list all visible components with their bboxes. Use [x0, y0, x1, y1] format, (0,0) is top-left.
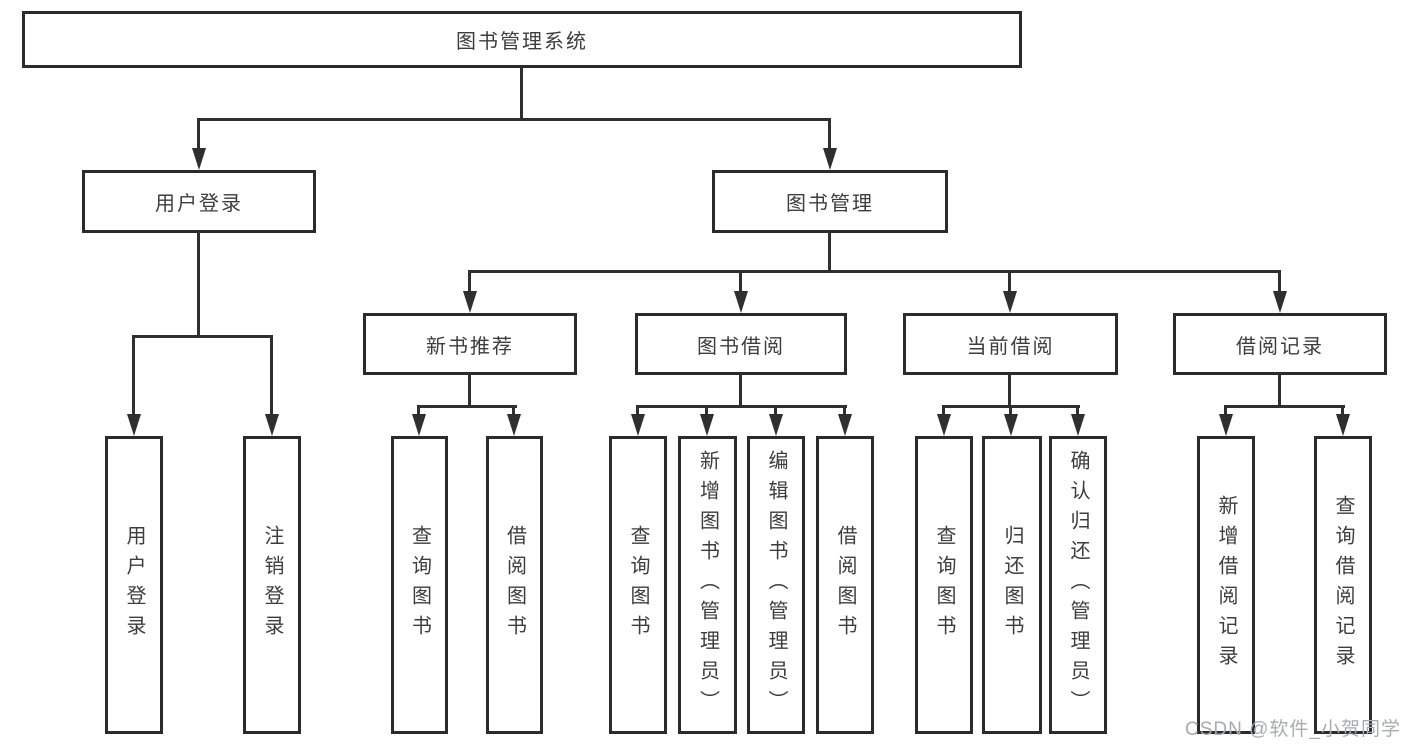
node-label: 借阅记录 — [1236, 335, 1324, 358]
node-book-management: 图书管理 — [712, 170, 948, 233]
leaf-borrow-books-2: 借阅图书 — [816, 436, 874, 734]
arrow-down-icon — [412, 414, 426, 436]
arrow-down-icon — [463, 291, 477, 313]
node-label: 图书管理 — [786, 193, 874, 215]
connector-line — [828, 232, 831, 273]
leaf-label: 借阅图书 — [834, 525, 856, 645]
node-label: 图书管理系统 — [456, 31, 588, 53]
csdn-watermark: CSDN @软件_小贺同学 — [1185, 719, 1401, 740]
leaf-confirm-return-admin: 确认归还（管理员） — [1049, 436, 1107, 734]
node-user-login: 用户登录 — [82, 170, 316, 233]
leaf-query-books-2: 查询图书 — [609, 436, 667, 734]
leaf-return-book: 归还图书 — [982, 436, 1042, 734]
connector-line — [270, 335, 273, 416]
leaf-label: 查询图书 — [933, 525, 955, 645]
arrow-down-icon — [937, 414, 951, 436]
leaf-label: 用户登录 — [123, 525, 145, 645]
arrow-down-icon — [631, 414, 645, 436]
leaf-label: 归还图书 — [1001, 525, 1023, 645]
arrow-down-icon — [734, 291, 748, 313]
node-library-system: 图书管理系统 — [22, 11, 1022, 68]
arrow-down-icon — [769, 414, 783, 436]
leaf-label: 确认归还（管理员） — [1067, 450, 1089, 720]
connector-line — [132, 335, 273, 338]
arrow-down-icon — [700, 414, 714, 436]
connector-line — [942, 405, 945, 416]
node-current-borrow: 当前借阅 — [903, 313, 1118, 375]
connector-line — [1278, 270, 1281, 293]
leaf-label: 新增图书（管理员） — [696, 450, 719, 720]
leaf-label: 编辑图书（管理员） — [765, 450, 787, 720]
leaf-edit-book-admin: 编辑图书（管理员） — [747, 436, 805, 734]
connector-line — [197, 232, 200, 338]
connector-line — [739, 270, 742, 293]
connector-line — [1008, 374, 1011, 408]
leaf-logout: 注销登录 — [243, 436, 301, 734]
arrow-down-icon — [823, 148, 837, 170]
connector-line — [1076, 405, 1079, 416]
connector-line — [636, 405, 639, 416]
connector-line — [132, 335, 135, 416]
connector-line — [828, 118, 831, 151]
leaf-label: 查询图书 — [627, 525, 649, 645]
arrow-down-icon — [1003, 291, 1017, 313]
connector-line — [1341, 405, 1344, 416]
connector-line — [1224, 405, 1227, 416]
node-label: 当前借阅 — [966, 335, 1055, 358]
leaf-label: 查询借阅记录 — [1332, 495, 1354, 675]
leaf-label: 查询图书 — [408, 525, 431, 645]
leaf-label: 新增借阅记录 — [1215, 495, 1237, 675]
arrow-down-icon — [1219, 414, 1233, 436]
arrow-down-icon — [127, 414, 141, 436]
leaf-query-borrow-record: 查询借阅记录 — [1314, 436, 1372, 734]
connector-line — [1008, 270, 1011, 293]
node-borrow-record: 借阅记录 — [1173, 313, 1387, 375]
leaf-borrow-books-1: 借阅图书 — [486, 436, 543, 734]
leaf-add-book-admin: 新增图书（管理员） — [678, 436, 737, 734]
connector-line — [468, 270, 471, 293]
connector-line — [774, 405, 777, 416]
arrow-down-icon — [1336, 414, 1350, 436]
connector-line — [468, 374, 471, 408]
node-label: 新书推荐 — [426, 335, 514, 358]
connector-line — [1009, 405, 1012, 416]
connector-line — [197, 118, 200, 151]
arrow-down-icon — [192, 148, 206, 170]
arrow-down-icon — [507, 414, 521, 436]
arrow-down-icon — [265, 414, 279, 436]
connector-line — [636, 405, 847, 408]
connector-line — [705, 405, 708, 416]
node-book-borrow: 图书借阅 — [635, 313, 847, 375]
node-label: 图书借阅 — [697, 335, 785, 358]
arrow-down-icon — [1071, 414, 1085, 436]
connector-line — [417, 405, 420, 416]
leaf-query-books-1: 查询图书 — [391, 436, 448, 734]
connector-line — [1278, 374, 1281, 408]
connector-line — [512, 405, 515, 416]
connector-line — [520, 68, 523, 118]
connector-line — [739, 374, 742, 408]
connector-line — [197, 118, 831, 121]
leaf-add-borrow-record: 新增借阅记录 — [1197, 436, 1255, 734]
connector-line — [843, 405, 846, 416]
arrow-down-icon — [1004, 414, 1018, 436]
node-new-book-recommend: 新书推荐 — [363, 313, 577, 375]
arrow-down-icon — [1273, 291, 1287, 313]
connector-line — [1224, 405, 1345, 408]
connector-line — [468, 270, 1281, 273]
arrow-down-icon — [838, 414, 852, 436]
leaf-label: 注销登录 — [261, 525, 283, 645]
leaf-query-books-3: 查询图书 — [915, 436, 973, 734]
leaf-label: 借阅图书 — [503, 525, 526, 645]
leaf-user-login: 用户登录 — [105, 436, 163, 734]
connector-line — [417, 405, 517, 408]
node-label: 用户登录 — [155, 193, 243, 215]
